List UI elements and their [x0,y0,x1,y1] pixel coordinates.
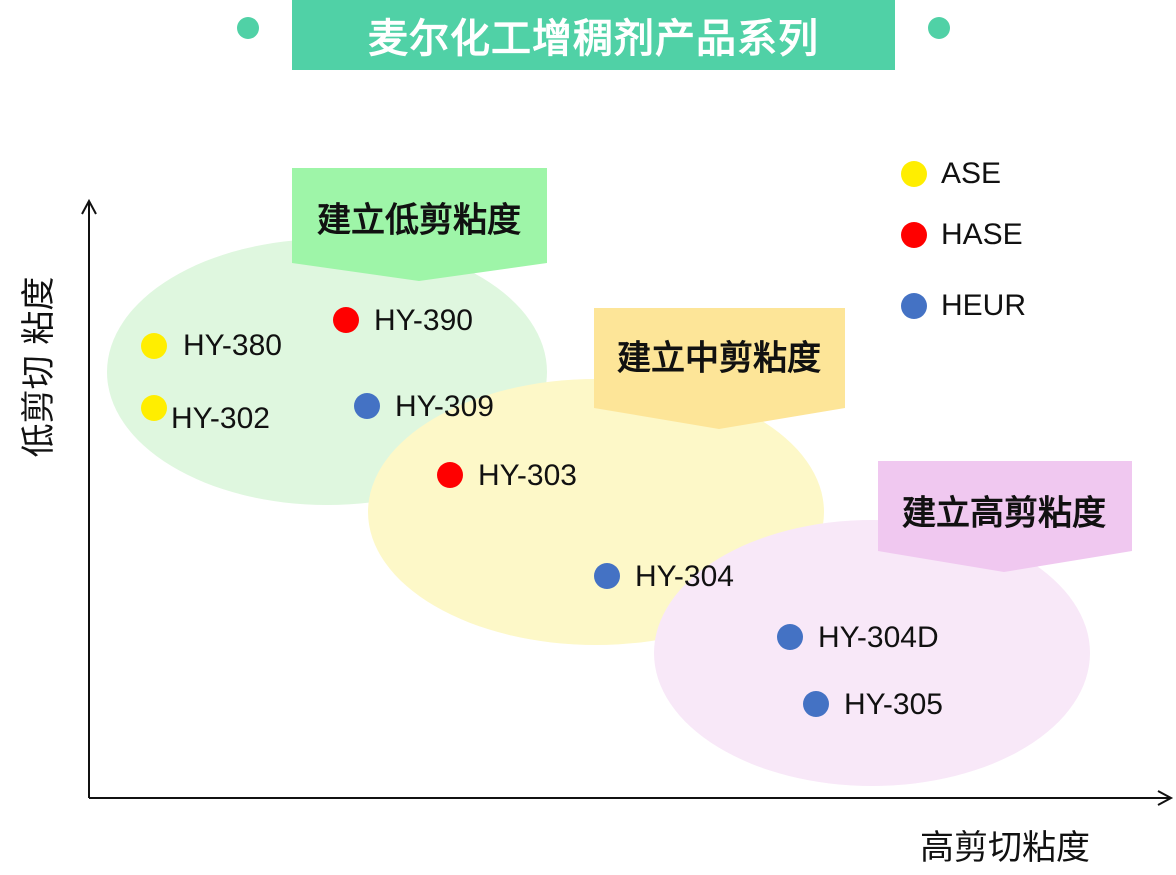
product-label-hy-390: HY-390 [374,304,473,337]
product-label-hy-309: HY-309 [395,390,494,423]
legend-label-hase: HASE [941,218,1023,251]
product-label-hy-302: HY-302 [171,402,270,435]
product-dot-hy-304 [594,563,620,589]
legend-dot-hase [901,222,927,248]
callout-high-shear-label: 建立高剪粘度 [902,494,1106,534]
callout-mid-shear [594,308,845,429]
legend-label-ase: ASE [941,157,1002,190]
product-label-hy-304: HY-304 [635,560,734,593]
legend-item-hase: HASE [901,218,1023,252]
legend-item-heur: HEUR [901,289,1026,323]
legend-item-ase: ASE [901,157,1001,191]
product-dot-hy-304d [777,624,803,650]
callout-high-shear [878,461,1132,572]
product-dot-hy-302 [141,395,167,421]
title-left-dot [237,17,259,39]
y-axis-arrow [81,198,97,215]
title-right-dot [928,17,950,39]
zone-high-shear [654,520,1090,786]
product-dot-hy-305 [803,691,829,717]
product-label-hy-380: HY-380 [183,329,282,362]
callout-mid-shear-label: 建立中剪粘度 [617,339,821,379]
product-dot-hy-390 [333,307,359,333]
product-label-hy-303: HY-303 [478,459,577,492]
page-title: 麦尔化工增稠剂产品系列 [292,0,895,70]
product-dot-hy-380 [141,333,167,359]
callout-low-shear-label: 建立低剪粘度 [317,201,521,241]
product-dot-hy-303 [437,462,463,488]
product-label-hy-304d: HY-304D [818,621,939,654]
product-dot-hy-309 [354,393,380,419]
x-axis-label: 高剪切粘度 [920,828,1090,868]
y-axis-label: 低剪切 粘度 [18,276,59,458]
legend-dot-ase [901,161,927,187]
product-label-hy-305: HY-305 [844,688,943,721]
legend-label-heur: HEUR [941,289,1027,322]
x-axis-arrow [1157,790,1174,806]
legend-dot-heur [901,293,927,319]
callout-low-shear [292,168,547,281]
